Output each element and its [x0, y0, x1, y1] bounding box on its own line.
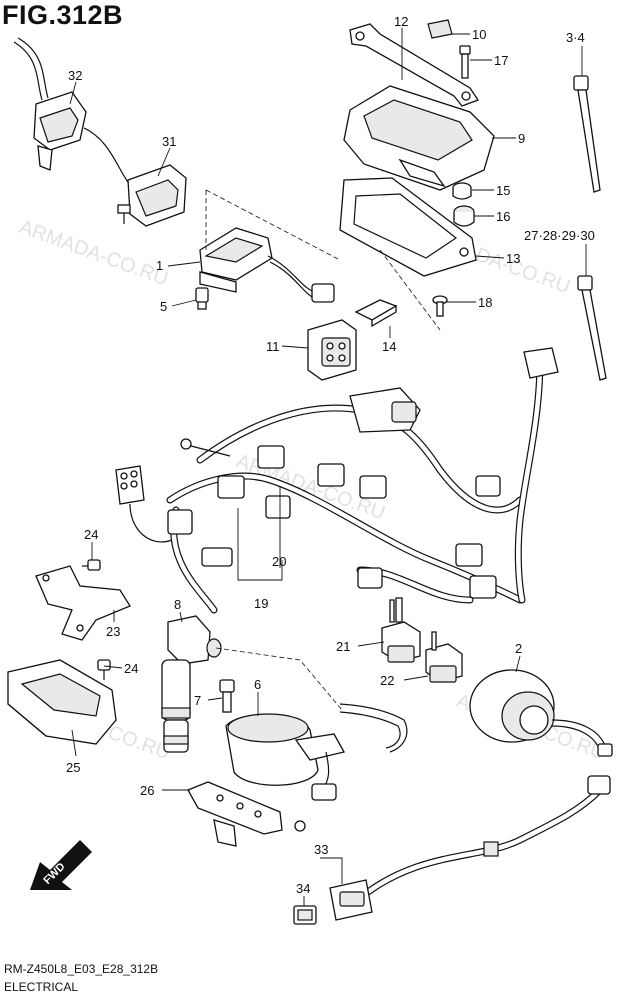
- callout-label: 13: [506, 251, 520, 266]
- part-33-sub-harness: [329, 775, 611, 921]
- callout-labels: 32 31 1 5 11 12 10 17 9 15 16 13 18 14 3…: [66, 14, 595, 896]
- part-27-30-cable-tie: [577, 275, 607, 381]
- part-23-bracket: [35, 565, 131, 641]
- callout-label: 2: [515, 641, 522, 656]
- figure-title: FIG.312B: [2, 0, 124, 30]
- fwd-arrow: FWD: [30, 840, 92, 890]
- part-6-ignition-coil: [215, 647, 408, 801]
- part-32-handlebar-switch: [13, 37, 131, 186]
- callout-label: 20: [272, 554, 286, 569]
- callout-label: 15: [496, 183, 510, 198]
- part-26-bracket: [187, 781, 306, 847]
- part-16-cushion: [453, 205, 475, 227]
- callout-label: 3·4: [566, 30, 585, 45]
- callout-label: 18: [478, 295, 492, 310]
- callout-label: 9: [518, 131, 525, 146]
- callout-label: 23: [106, 624, 120, 639]
- callout-label: 24: [124, 661, 138, 676]
- part-10-pad: [427, 19, 453, 39]
- callout-label: 1: [156, 258, 163, 273]
- callout-label: 33: [314, 842, 328, 857]
- part-15-collar: [452, 182, 472, 200]
- callout-label: 27·28·29·30: [524, 228, 595, 243]
- part-1-regulator: [199, 189, 341, 303]
- part-31-switch-box: [117, 164, 187, 227]
- part-2-sensor: [469, 669, 613, 757]
- callout-label: 31: [162, 134, 176, 149]
- callout-label: 12: [394, 14, 408, 29]
- callout-label: 19: [254, 596, 268, 611]
- callout-label: 7: [194, 693, 201, 708]
- callout-label: 24: [84, 527, 98, 542]
- part-18-screw: [432, 295, 448, 317]
- part-7-bolt: [219, 679, 235, 713]
- part-34-fuse: [293, 905, 317, 925]
- leader-lines: [69, 28, 587, 906]
- callout-label: 5: [160, 299, 167, 314]
- part-24-bolt-upper: [82, 559, 101, 571]
- part-9-ecm: [343, 85, 495, 191]
- callout-label: 16: [496, 209, 510, 224]
- part-3-4-cable-tie: [573, 75, 601, 193]
- watermark-text: ARMADA-CO.RU: [16, 216, 171, 290]
- callout-label: 6: [254, 677, 261, 692]
- callout-label: 34: [296, 881, 310, 896]
- part-24-bolt-lower: [97, 659, 111, 680]
- part-25-cover: [7, 659, 117, 745]
- callout-label: 25: [66, 760, 80, 775]
- part-12-strap: [349, 23, 479, 107]
- footer-diagram-code: RM-Z450L8_E03_E28_312B: [4, 962, 159, 976]
- callout-label: 17: [494, 53, 508, 68]
- callout-label: 21: [336, 639, 350, 654]
- part-11-connector: [307, 319, 357, 381]
- callout-label: 32: [68, 68, 82, 83]
- part-22-relay: [425, 631, 463, 683]
- part-17-bolt: [459, 45, 471, 79]
- callout-label: 8: [174, 597, 181, 612]
- callout-label: 11: [266, 339, 280, 354]
- callout-label: 10: [472, 27, 486, 42]
- callout-label: 14: [382, 339, 396, 354]
- callout-label: 26: [140, 783, 154, 798]
- part-14-clip: [354, 299, 398, 328]
- part-8-plug-cap: [161, 615, 222, 753]
- callout-label: 22: [380, 673, 394, 688]
- part-13-bracket: [339, 177, 477, 331]
- main-wiring-harness: [115, 347, 559, 614]
- part-21-relay: [381, 597, 421, 663]
- part-5-bolt: [195, 287, 209, 310]
- footer-section-name: ELECTRICAL: [4, 980, 79, 994]
